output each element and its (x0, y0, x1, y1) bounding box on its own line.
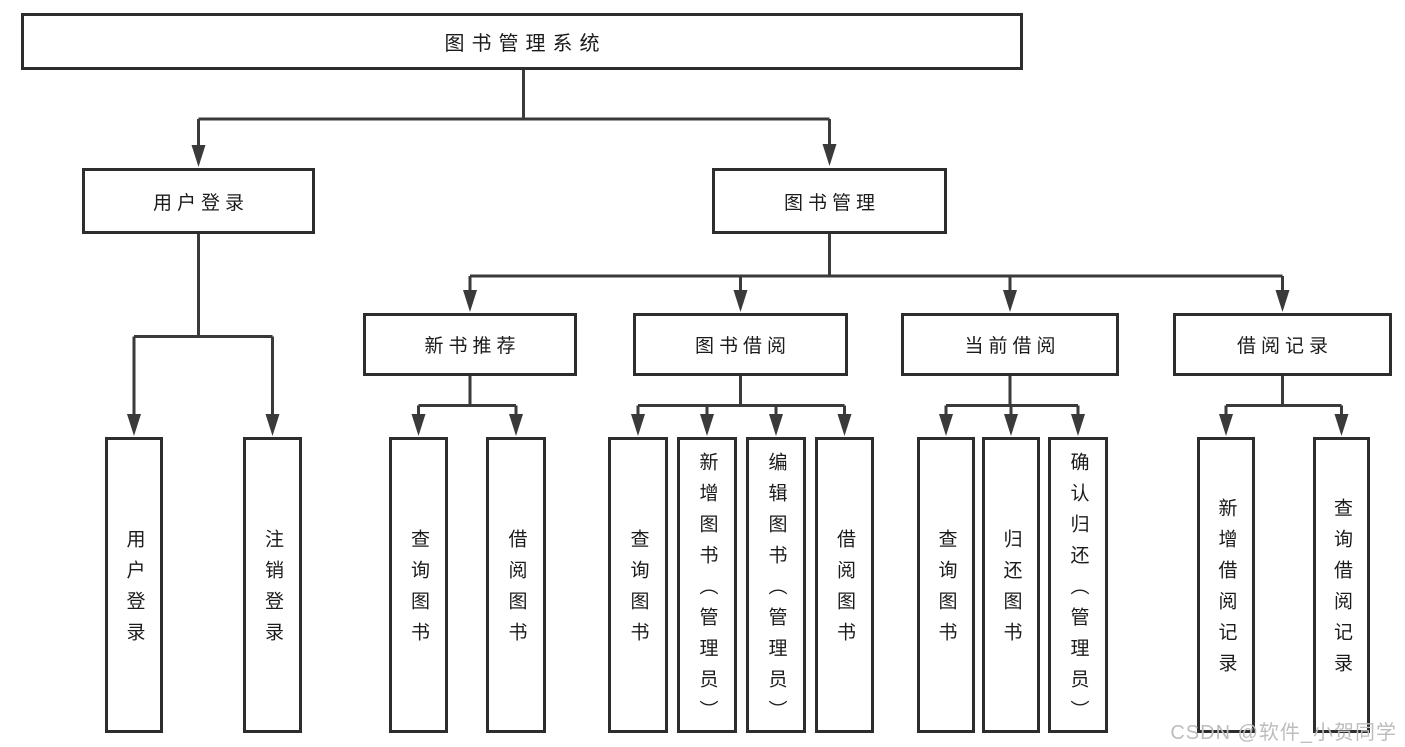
leaf-borrow-books-2: 借阅图书 (815, 437, 874, 733)
arrowhead (1071, 414, 1085, 436)
node-root-label: 图书管理系统 (444, 33, 607, 55)
leaf-query-books-1: 查询图书 (389, 437, 448, 733)
leaf-query-books-2-label: 查询图书 (627, 529, 649, 653)
arrowhead (733, 290, 748, 312)
arrowhead (411, 414, 426, 436)
leaf-query-books-2: 查询图书 (608, 437, 668, 733)
node-borrow-records: 借阅记录 (1173, 313, 1392, 376)
arrowhead (837, 414, 852, 436)
arrowhead (191, 145, 206, 167)
leaf-add-book-admin-label: 新增图书（管理员） (696, 451, 718, 731)
leaf-edit-book-admin-label: 编辑图书（管理员） (765, 451, 787, 731)
leaf-add-book-admin: 新增图书（管理员） (677, 437, 737, 733)
leaf-query-borrow-record-label: 查询借阅记录 (1331, 498, 1352, 684)
leaf-query-books-3: 查询图书 (917, 437, 975, 733)
arrowhead (265, 414, 280, 436)
leaf-logout: 注销登录 (243, 437, 302, 733)
arrowhead (463, 290, 477, 312)
node-new-book-recommend-label: 新书推荐 (424, 336, 521, 357)
arrowhead (939, 414, 953, 436)
leaf-edit-book-admin: 编辑图书（管理员） (746, 437, 806, 733)
node-new-book-recommend: 新书推荐 (363, 313, 577, 376)
leaf-borrow-books-1-label: 借阅图书 (505, 529, 527, 653)
leaf-logout-label: 注销登录 (262, 529, 283, 653)
arrowhead (1003, 290, 1017, 312)
arrowhead (1275, 290, 1290, 312)
node-current-borrow: 当前借阅 (901, 313, 1119, 376)
node-book-borrow-label: 图书借阅 (694, 336, 791, 357)
arrowhead (822, 144, 837, 166)
arrowhead (631, 414, 645, 436)
leaf-return-book-label: 归还图书 (1000, 529, 1022, 653)
leaf-query-books-1-label: 查询图书 (408, 529, 429, 653)
node-user-login-label: 用户登录 (152, 192, 249, 214)
node-book-management-label: 图书管理 (783, 192, 880, 214)
arrowhead (1219, 414, 1233, 436)
leaf-borrow-books-1: 借阅图书 (486, 437, 546, 733)
node-book-borrow: 图书借阅 (633, 313, 848, 376)
leaf-confirm-return-admin-label: 确认归还（管理员） (1067, 451, 1089, 731)
arrowhead (509, 414, 523, 436)
watermark: CSDN @软件_小贺同学 (1170, 722, 1397, 744)
arrowhead (127, 414, 141, 436)
node-current-borrow-label: 当前借阅 (964, 336, 1061, 357)
node-book-management: 图书管理 (712, 168, 947, 234)
leaf-add-borrow-record-label: 新增借阅记录 (1215, 498, 1237, 684)
leaf-borrow-books-2-label: 借阅图书 (834, 529, 855, 653)
leaf-query-borrow-record: 查询借阅记录 (1313, 437, 1370, 733)
arrowhead (1334, 414, 1349, 436)
leaf-query-books-3-label: 查询图书 (935, 529, 957, 653)
leaf-return-book: 归还图书 (982, 437, 1040, 733)
leaf-add-borrow-record: 新增借阅记录 (1197, 437, 1255, 733)
leaf-confirm-return-admin: 确认归还（管理员） (1048, 437, 1108, 733)
node-user-login: 用户登录 (82, 168, 315, 234)
node-borrow-records-label: 借阅记录 (1236, 336, 1333, 357)
arrowhead (700, 414, 714, 436)
leaf-user-login-label: 用户登录 (123, 529, 145, 653)
arrowhead (769, 414, 783, 436)
leaf-user-login: 用户登录 (105, 437, 163, 733)
arrowhead (1004, 414, 1018, 436)
node-root: 图书管理系统 (21, 13, 1023, 70)
